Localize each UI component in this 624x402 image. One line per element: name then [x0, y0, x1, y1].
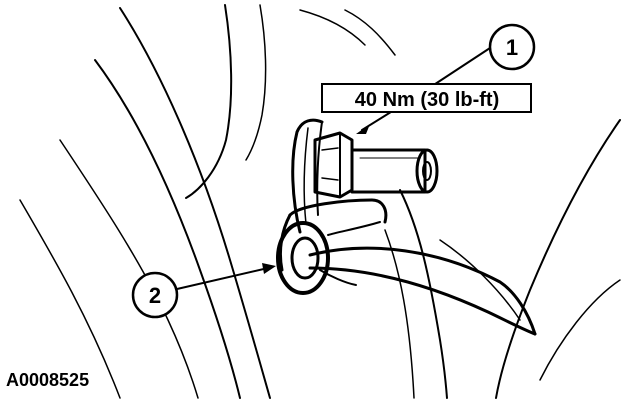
leader-line-2 — [176, 267, 269, 290]
bolt — [313, 131, 439, 199]
body-outline — [19, 4, 621, 399]
arrowhead-2 — [262, 263, 276, 274]
arrowhead-1 — [356, 124, 370, 134]
callout-2-number: 2 — [149, 283, 161, 308]
callout-1-number: 1 — [506, 35, 518, 60]
torque-spec-box — [321, 83, 532, 113]
belt-webbing — [308, 246, 537, 336]
callout-1-circle — [488, 23, 536, 71]
figure-id: A0008525 — [6, 370, 89, 390]
mounting-bracket — [291, 118, 324, 234]
torque-spec-label: 40 Nm (30 lb-ft) — [355, 89, 499, 111]
callout-2-circle — [131, 271, 179, 319]
seat-belt-anchor — [276, 198, 388, 295]
